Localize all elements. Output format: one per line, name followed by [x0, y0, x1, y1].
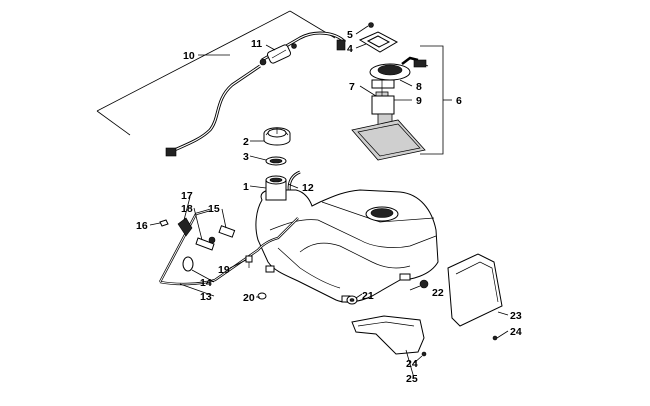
callout-7: 7: [349, 81, 355, 93]
elbow-fitting: [336, 39, 346, 51]
callout-2: 2: [243, 136, 249, 148]
leader-lines: [149, 25, 509, 379]
callout-15: 15: [208, 203, 220, 215]
callout-18: 18: [181, 203, 193, 215]
fuel-tank: [255, 175, 439, 303]
bracket-line-10: [96, 10, 291, 112]
callout-11: 11: [251, 38, 262, 50]
callout-23: 23: [510, 310, 522, 322]
filler-cap-group: [263, 127, 301, 207]
bracket-18: [195, 237, 215, 251]
screw-19: [245, 255, 253, 263]
callout-5: 5: [347, 29, 353, 41]
heat-shields: [351, 253, 503, 355]
callout-21: 21: [362, 290, 374, 302]
callout-16: 16: [136, 220, 148, 232]
callout-19: 19: [218, 264, 230, 276]
callout-25: 25: [406, 373, 418, 385]
callout-13: 13: [200, 291, 212, 303]
bracket-line-10b: [96, 110, 131, 136]
callout-14: 14: [200, 277, 212, 289]
heat-shield-25: [351, 315, 425, 355]
callout-20: 20: [243, 292, 255, 304]
fuel-sender-plate: [351, 119, 426, 161]
clip-17: [177, 217, 193, 237]
callout-8: 8: [416, 81, 422, 93]
screw-5: [368, 22, 374, 28]
callout-24-bottom: 24: [406, 358, 418, 370]
fuel-filter: [259, 43, 297, 66]
heat-shield-23: [447, 253, 503, 327]
screw-24b: [421, 351, 427, 357]
check-valve-15: [218, 225, 236, 238]
hose-clamp-14: [182, 256, 194, 272]
grommet-22: [419, 279, 429, 289]
callout-22: 22: [432, 287, 444, 299]
hardware: [245, 255, 498, 357]
callout-4: 4: [347, 43, 353, 55]
callout-9: 9: [416, 95, 422, 107]
callout-10: 10: [183, 50, 195, 62]
fuel-line-assembly: [96, 10, 347, 157]
callout-12: 12: [302, 182, 314, 194]
vent-line-harness: [158, 208, 299, 286]
callout-3: 3: [243, 151, 249, 163]
callout-1: 1: [243, 181, 249, 193]
fitting-16: [159, 219, 169, 227]
callout-17: 17: [181, 190, 193, 202]
callout-6: 6: [456, 95, 462, 107]
callout-labels: 1 2 3 4 5 6 7 8 9 10 11 12 13 14 15 16 1…: [136, 29, 522, 385]
screw-24a: [492, 335, 498, 341]
nut-20: [257, 292, 267, 300]
fuel-pump-assembly: [351, 22, 452, 161]
hose-end-fitting: [165, 147, 177, 157]
callout-24-right: 24: [510, 326, 522, 338]
